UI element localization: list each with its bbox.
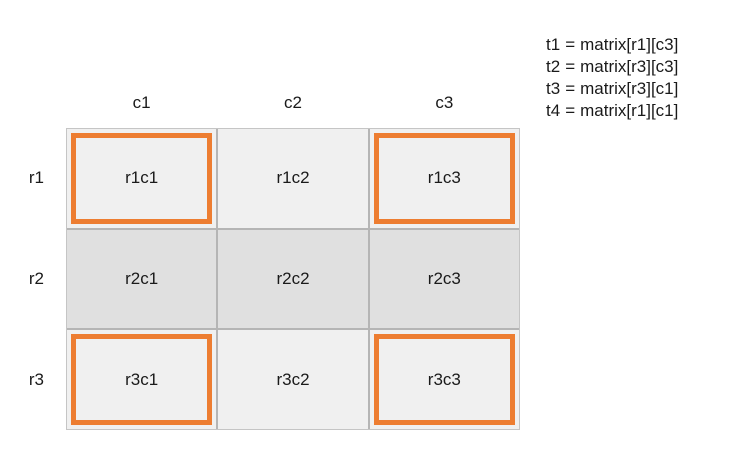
cell-r3c3: r3c3 [369, 330, 519, 429]
cell-label-r2c3: r2c3 [427, 268, 461, 288]
cell-label-r1c1: r1c1 [125, 168, 159, 188]
cell-label-r1c3: r1c3 [427, 168, 461, 188]
cell-label-r3c1: r3c1 [125, 369, 159, 389]
row-label-r2: r2 [28, 268, 44, 288]
column-header-c3: c3 [435, 93, 454, 112]
column-header-c2: c2 [284, 93, 302, 112]
cell-r3c2: r3c2 [218, 330, 368, 429]
assignment-expr: matrix[r1][c1] [580, 101, 679, 120]
cell-r2c1: r2c1 [67, 229, 217, 329]
assignment-var: t4 [546, 101, 561, 120]
assignment-line-t4: t4=matrix[r1][c1] [546, 100, 678, 122]
matrix-grid: r1c1 r1c2 r1c3 r2c1 r2c2 r2c3 r3c1 r3c2 [66, 128, 520, 430]
equals-sign: = [565, 35, 576, 54]
cell-r2c2: r2c2 [218, 229, 368, 329]
column-header-c1: c1 [132, 93, 151, 112]
cell-label-r2c2: r2c2 [276, 268, 310, 288]
assignment-line-t3: t3=matrix[r3][c1] [546, 78, 678, 100]
cell-r1c3: r1c3 [369, 129, 519, 228]
cell-r1c1: r1c1 [67, 129, 217, 228]
assignment-var: t3 [546, 79, 561, 98]
cell-r3c1: r3c1 [67, 330, 217, 429]
equals-sign: = [565, 57, 576, 76]
equals-sign: = [565, 101, 576, 120]
row-label-r1: r1 [28, 168, 44, 188]
assignment-line-t1: t1=matrix[r1][c3] [546, 34, 678, 56]
assignment-var: t1 [546, 35, 561, 54]
row-label-r3: r3 [28, 369, 44, 389]
equals-sign: = [565, 79, 576, 98]
cell-label-r3c2: r3c2 [276, 369, 310, 389]
assignment-expr: matrix[r3][c3] [580, 57, 679, 76]
assignment-list: t1=matrix[r1][c3] t2=matrix[r3][c3] t3=m… [546, 34, 678, 122]
cell-label-r2c1: r2c1 [125, 268, 159, 288]
column-headers: c1 c2 c3 [66, 90, 520, 116]
row-labels: r1 r2 r3 [0, 128, 66, 430]
cell-r2c3: r2c3 [369, 229, 519, 329]
cell-label-r3c3: r3c3 [427, 369, 461, 389]
cell-r1c2: r1c2 [218, 129, 368, 228]
assignment-var: t2 [546, 57, 561, 76]
assignment-expr: matrix[r1][c3] [580, 35, 679, 54]
cell-label-r1c2: r1c2 [276, 168, 310, 188]
assignment-expr: matrix[r3][c1] [580, 79, 679, 98]
assignment-line-t2: t2=matrix[r3][c3] [546, 56, 678, 78]
